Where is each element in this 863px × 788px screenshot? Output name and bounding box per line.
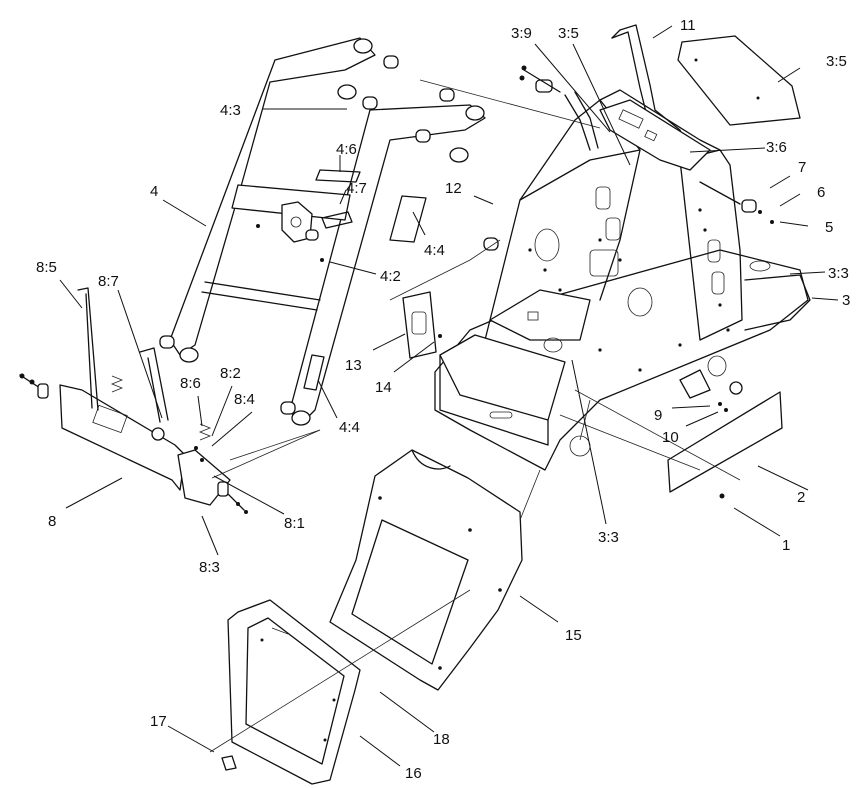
callout-3-9: 3:9 bbox=[511, 25, 532, 42]
callout-4-7: 4:7 bbox=[346, 180, 367, 197]
callout-16: 16 bbox=[405, 765, 422, 782]
main-frame bbox=[434, 89, 811, 471]
callout-4-4: 4:4 bbox=[424, 242, 445, 259]
front-grille-frame bbox=[221, 599, 361, 785]
callout-3: 3 bbox=[842, 292, 850, 309]
callout-12: 12 bbox=[445, 180, 462, 197]
callout-4: 4 bbox=[150, 183, 158, 200]
control-panel bbox=[564, 91, 711, 171]
callout-8-7: 8:7 bbox=[98, 273, 119, 290]
callout-1: 1 bbox=[782, 537, 790, 554]
engine-shield bbox=[329, 449, 523, 691]
callout-8-2: 8:2 bbox=[220, 365, 241, 382]
callout-4-6: 4:6 bbox=[336, 141, 357, 158]
callout-3-3: 3:3 bbox=[828, 265, 849, 282]
callout-8-4: 8:4 bbox=[234, 391, 255, 408]
callout-17: 17 bbox=[150, 713, 167, 730]
leader-lines bbox=[59, 25, 839, 767]
right-latch bbox=[699, 181, 774, 224]
assembly-guide-lines bbox=[209, 79, 741, 753]
front-plate-assembly bbox=[19, 287, 248, 514]
callout-8-1: 8:1 bbox=[284, 515, 305, 532]
rear-plate bbox=[667, 391, 783, 499]
callout-7: 7 bbox=[798, 159, 806, 176]
callout-3-6: 3:6 bbox=[766, 139, 787, 156]
callout-4-3: 4:3 bbox=[220, 102, 241, 119]
callout-13: 13 bbox=[345, 357, 362, 374]
callout-3-5: 3:5 bbox=[558, 25, 579, 42]
callout-8-5: 8:5 bbox=[36, 259, 57, 276]
callout-11: 11 bbox=[680, 17, 696, 34]
callout-10: 10 bbox=[662, 429, 679, 446]
callout-18: 18 bbox=[433, 731, 450, 748]
callout-4-2: 4:2 bbox=[380, 268, 401, 285]
callout-5: 5 bbox=[825, 219, 833, 236]
top-decal-plate bbox=[677, 35, 801, 126]
callout-3-5-plate: 3:5 bbox=[826, 53, 847, 70]
callout-8-6: 8:6 bbox=[180, 375, 201, 392]
callout-9: 9 bbox=[654, 407, 662, 424]
lift-arm-assembly bbox=[159, 37, 499, 426]
gasket-plate bbox=[402, 291, 442, 359]
callout-3-3-lower: 3:3 bbox=[598, 529, 619, 546]
callout-8-3: 8:3 bbox=[199, 559, 220, 576]
callout-6: 6 bbox=[817, 184, 825, 201]
callout-14: 14 bbox=[375, 379, 392, 396]
callout-4-4-lower: 4:4 bbox=[339, 419, 360, 436]
callout-2: 2 bbox=[797, 489, 805, 506]
callout-labels: 11 3:9 3:5 3:5 3:6 7 6 5 3:3 3 4:3 4:6 4… bbox=[36, 17, 850, 782]
top-latch bbox=[519, 65, 561, 93]
callout-8: 8 bbox=[48, 513, 56, 530]
callout-15: 15 bbox=[565, 627, 582, 644]
